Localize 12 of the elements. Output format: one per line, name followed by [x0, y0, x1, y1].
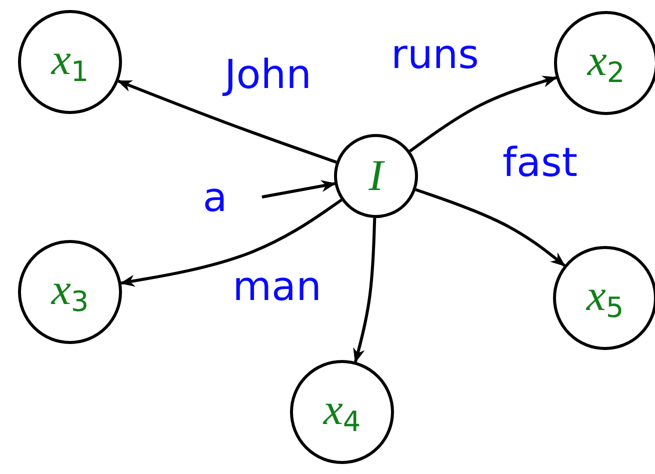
variable-label: I [368, 154, 384, 198]
arrow [120, 198, 342, 287]
variable-label: x$_{5}$ [586, 274, 624, 322]
arrow [117, 80, 337, 164]
variable-label: x$_{2}$ [587, 39, 625, 87]
arrow [409, 76, 558, 152]
variable-label: x$_{3}$ [51, 268, 89, 316]
variable-label: x$_{1}$ [51, 38, 89, 86]
arrow [262, 180, 336, 198]
variable-label: x$_{4}$ [323, 388, 361, 436]
arrow [353, 218, 376, 364]
arrow [415, 188, 566, 267]
